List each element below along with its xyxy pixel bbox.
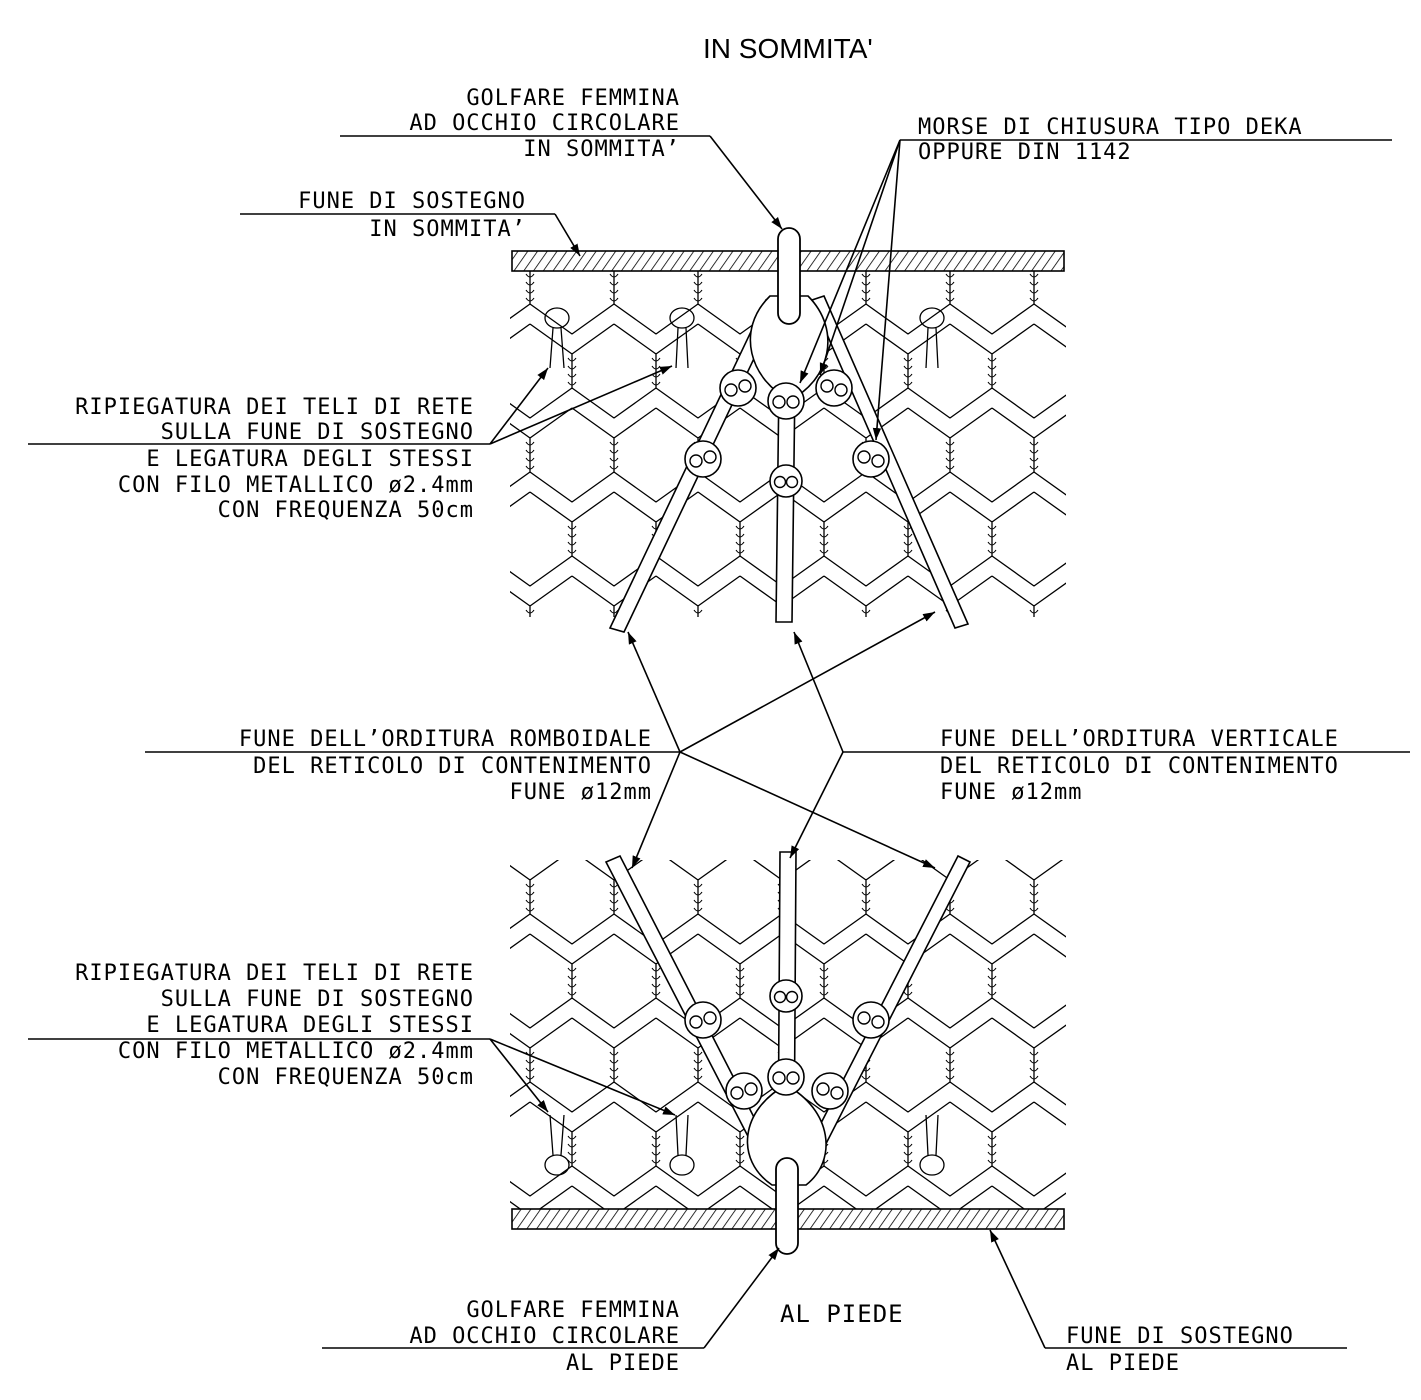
svg-text:CON FILO METALLICO ø2.4mm: CON FILO METALLICO ø2.4mm	[118, 473, 474, 498]
svg-text:AL PIEDE: AL PIEDE	[1066, 1351, 1180, 1376]
svg-text:AD OCCHIO CIRCOLARE: AD OCCHIO CIRCOLARE	[409, 1324, 680, 1349]
svg-text:FUNE DI SOSTEGNO: FUNE DI SOSTEGNO	[298, 189, 526, 214]
svg-text:AD OCCHIO CIRCOLARE: AD OCCHIO CIRCOLARE	[409, 111, 680, 136]
svg-text:GOLFARE FEMMINA: GOLFARE FEMMINA	[466, 86, 680, 111]
clamp	[815, 369, 853, 407]
label-golfare-top: GOLFARE FEMMINA AD OCCHIO CIRCOLARE IN S…	[340, 86, 783, 230]
bottom-rhomboid-ropes	[604, 851, 972, 1186]
svg-text:E LEGATURA DEGLI STESSI: E LEGATURA DEGLI STESSI	[146, 1013, 474, 1038]
top-eyebolt	[777, 227, 801, 325]
clamp	[769, 464, 803, 498]
clamp	[852, 440, 890, 478]
svg-text:RIPIEGATURA DEI TELI DI RETE: RIPIEGATURA DEI TELI DI RETE	[75, 961, 474, 986]
label-romboidale: FUNE DELL’ORDITURA ROMBOIDALE DEL RETICO…	[145, 611, 936, 869]
svg-text:GOLFARE FEMMINA: GOLFARE FEMMINA	[466, 1298, 680, 1323]
svg-text:FUNE ø12mm: FUNE ø12mm	[940, 780, 1082, 805]
label-ripiegatura-bottom: RIPIEGATURA DEI TELI DI RETE SULLA FUNE …	[28, 961, 676, 1116]
bottom-tie-loops	[544, 1114, 945, 1176]
label-verticale: FUNE DELL’ORDITURA VERTICALE DEL RETICOL…	[789, 631, 1410, 859]
svg-text:RIPIEGATURA DEI TELI DI RETE: RIPIEGATURA DEI TELI DI RETE	[75, 395, 474, 420]
svg-text:SULLA FUNE DI SOSTEGNO: SULLA FUNE DI SOSTEGNO	[161, 420, 474, 445]
svg-text:FUNE DELL’ORDITURA VERTICALE: FUNE DELL’ORDITURA VERTICALE	[940, 727, 1339, 752]
title-bottom: AL PIEDE	[780, 1300, 904, 1328]
top-clamps	[684, 369, 890, 498]
label-fune-sostegno-bottom: FUNE DI SOSTEGNO AL PIEDE	[989, 1229, 1347, 1376]
label-fune-sostegno-top: FUNE DI SOSTEGNO IN SOMMITA’	[240, 189, 581, 257]
title-top: IN SOMMITA'	[703, 33, 873, 64]
clamp	[725, 1072, 763, 1110]
mesh-wires	[510, 265, 1066, 617]
svg-text:AL PIEDE: AL PIEDE	[566, 1351, 680, 1376]
bottom-eyebolt	[775, 1157, 799, 1255]
svg-text:CON FREQUENZA 50cm: CON FREQUENZA 50cm	[218, 1065, 474, 1090]
svg-text:OPPURE DIN 1142: OPPURE DIN 1142	[918, 140, 1132, 165]
svg-text:SULLA FUNE DI SOSTEGNO: SULLA FUNE DI SOSTEGNO	[161, 987, 474, 1012]
clamp	[769, 979, 803, 1013]
clamp	[767, 382, 805, 420]
svg-text:E LEGATURA DEGLI STESSI: E LEGATURA DEGLI STESSI	[146, 447, 474, 472]
svg-text:CON FREQUENZA 50cm: CON FREQUENZA 50cm	[218, 498, 474, 523]
clamp	[811, 1072, 849, 1110]
svg-text:CON FILO METALLICO ø2.4mm: CON FILO METALLICO ø2.4mm	[118, 1039, 474, 1064]
clamp	[719, 369, 757, 407]
svg-text:IN SOMMITA’: IN SOMMITA’	[523, 137, 680, 162]
label-morse: MORSE DI CHIUSURA TIPO DEKA OPPURE DIN 1…	[799, 115, 1392, 441]
clamp	[852, 1001, 890, 1039]
svg-text:FUNE DI SOSTEGNO: FUNE DI SOSTEGNO	[1066, 1324, 1294, 1349]
clamp	[684, 1001, 722, 1039]
label-ripiegatura-top: RIPIEGATURA DEI TELI DI RETE SULLA FUNE …	[28, 365, 673, 523]
clamp	[684, 440, 722, 478]
svg-text:DEL RETICOLO DI CONTENIMENTO: DEL RETICOLO DI CONTENIMENTO	[940, 754, 1339, 779]
svg-text:DEL RETICOLO DI CONTENIMENTO: DEL RETICOLO DI CONTENIMENTO	[253, 754, 652, 779]
svg-text:IN SOMMITA’: IN SOMMITA’	[369, 217, 526, 242]
label-golfare-bottom: GOLFARE FEMMINA AD OCCHIO CIRCOLARE AL P…	[322, 1247, 780, 1376]
svg-text:MORSE DI CHIUSURA TIPO DEKA: MORSE DI CHIUSURA TIPO DEKA	[918, 115, 1303, 140]
svg-text:FUNE DELL’ORDITURA ROMBOIDALE: FUNE DELL’ORDITURA ROMBOIDALE	[239, 727, 652, 752]
top-tie-loops	[544, 307, 945, 369]
svg-text:FUNE ø12mm: FUNE ø12mm	[510, 780, 652, 805]
clamp	[767, 1058, 805, 1096]
bottom-clamps	[684, 979, 890, 1110]
